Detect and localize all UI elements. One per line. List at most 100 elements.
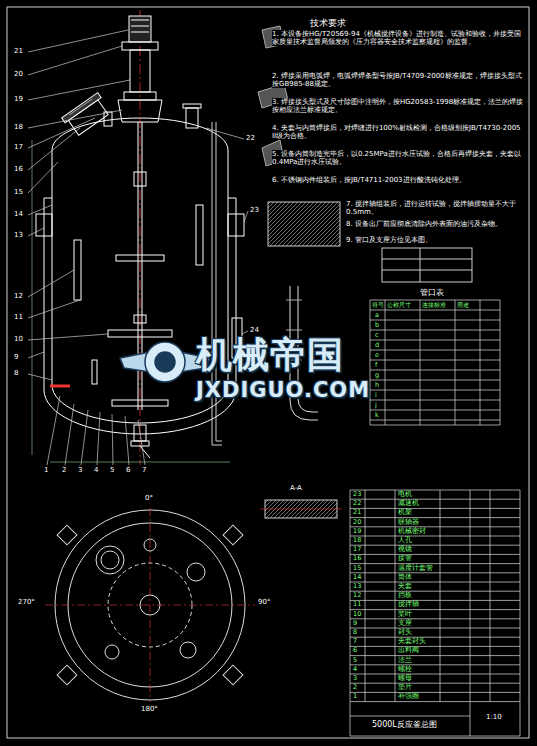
label: 出料阀 [398,647,419,654]
label: 6. 不锈钢内件组装后，按JB/T4711-2003进行酸洗钝化处理。 [272,176,524,184]
watermark: 机械帝国 [196,334,344,375]
label: a [375,312,379,319]
label: 4 [94,466,98,474]
drawn-line [138,420,145,465]
drawn-line [28,228,44,236]
drawn-line [365,490,366,702]
label: 7 [142,466,146,474]
drawn-line [350,628,520,629]
label: 7. 搅拌轴组装后，进行运转试验，搅拌轴摆动量不大于0.5mm。 [346,200,524,216]
drawn-line [112,414,113,465]
label: 10 [353,611,361,618]
label: 搅拌轴 [398,601,419,608]
label: 螺母 [398,675,412,682]
label: 19 [353,528,361,535]
label: 10 [14,335,23,343]
label: 17 [353,546,361,553]
label: 2 [62,466,66,474]
drawn-line [350,554,520,555]
drawn-line [28,118,95,148]
drawn-line [350,692,520,693]
label: 8 [353,629,357,636]
label: b [375,322,379,329]
drawn-line [370,425,500,426]
drawn-line [28,46,122,75]
label: 技术要求 [310,18,346,28]
drawn-line [370,340,500,341]
label: 5 [353,657,357,664]
drawn-line [350,646,520,647]
label: f [375,362,377,369]
drawn-line [350,701,520,702]
drawn-line [370,390,500,391]
label: 23 [250,206,259,214]
label: 0° [145,494,153,502]
drawn-line [350,674,520,675]
drawn-line [395,490,396,702]
label: 1. 本设备按HG/T20569-94《机械搅拌设备》进行制造、试验和验收，并接… [272,30,524,46]
label: 21 [353,509,361,516]
label: 180° [141,705,158,713]
drawn-line [370,410,500,411]
label: 9 [14,353,18,361]
label: 温度计套管 [398,565,433,572]
drawn-line [28,80,130,100]
drawn-line [370,330,500,331]
drawn-line [350,563,520,564]
drawn-line [65,404,74,465]
label: 9. 管口及支座方位见本图。 [346,236,524,244]
drawn-line [350,572,520,573]
drawn-line [350,618,520,619]
drawn-line [350,490,351,702]
drawn-line [370,420,500,421]
label: 14 [14,210,23,218]
drawn-line [28,162,58,193]
drawn-line [350,683,520,684]
drawn-line [520,702,521,736]
label: 15 [353,565,361,572]
label: 7 [353,638,357,645]
label: 机械密封 [398,528,426,535]
label: 8 [14,369,18,377]
drawn-line [350,736,520,737]
label: 筒体 [398,574,412,581]
drawn-line [81,410,88,465]
label: A-A [290,484,302,492]
label: 人孔 [398,537,412,544]
label: 23 [353,491,361,498]
drawn-line [480,300,481,425]
drawn-line [206,128,244,139]
label: 5000L反应釜总图 [372,720,437,729]
label: 20 [353,519,361,526]
label: 14 [353,574,361,581]
label: 4 [353,666,357,673]
label: 6 [126,466,130,474]
drawn-line [28,270,74,297]
label: 15 [14,188,23,196]
drawn-line [350,609,520,610]
drawn-line [350,716,470,717]
drawn-line [490,490,491,702]
drawn-line [350,490,520,491]
label: 1 [44,466,48,474]
label: 12 [353,592,361,599]
drawn-line [28,374,52,380]
label: 1 [353,693,357,700]
label: 12 [14,292,23,300]
label: 连接标准 [422,302,446,309]
label: 90° [258,598,270,606]
label: 夹套封头 [398,638,426,645]
label: 5. 设备内筒制造完毕后，以0.25MPa进行水压试验，合格后再焊接夹套，夹套以… [272,150,524,166]
label: 补强圈 [398,693,419,700]
label: 公称尺寸 [387,302,411,309]
label: 用途 [457,302,469,309]
drawn-line [370,380,500,381]
label: 电机 [398,491,412,498]
label: 符号 [372,302,384,309]
drawn-line [350,526,520,527]
drawn-line [370,300,371,425]
drawn-line [244,211,248,222]
label: 6 [353,647,357,654]
label: e [375,352,379,359]
drawn-line [28,110,122,128]
